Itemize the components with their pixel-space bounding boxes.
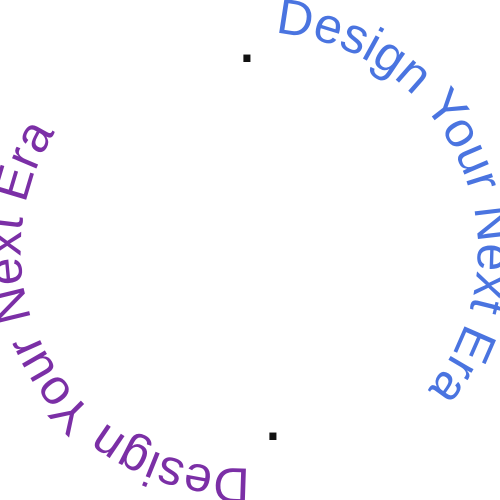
separator-dot-top: . [240,17,254,73]
ring-text-segment-1: Design Your Next Era [273,0,500,417]
ring-text-segment-1-path: Design Your Next Era [273,0,500,417]
ring-text-segment-2-path: Design Your Next Era [0,110,250,500]
separator-dot-bottom: . [266,395,280,451]
ring-text-segment-2: Design Your Next Era [0,110,250,500]
